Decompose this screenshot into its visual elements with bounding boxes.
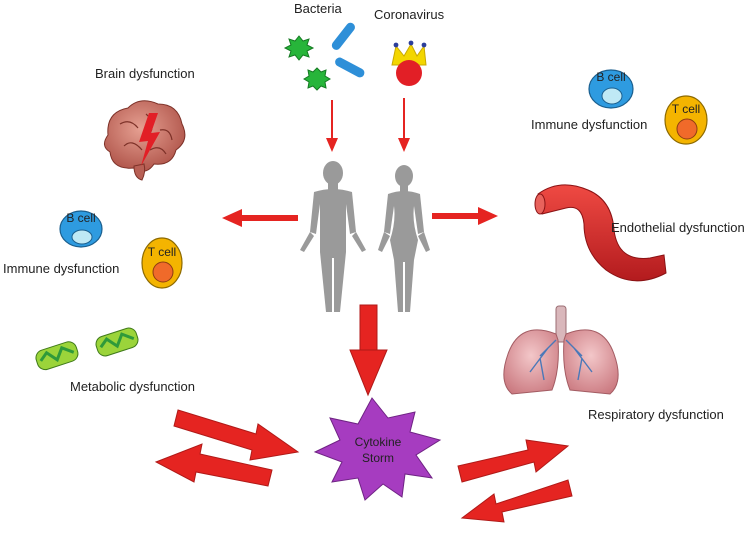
t-cell-left-icon bbox=[141, 237, 183, 289]
lungs-icon bbox=[503, 305, 619, 395]
t-cell-right-icon bbox=[664, 95, 708, 145]
coronavirus-label: Coronavirus bbox=[374, 7, 445, 22]
b-cell-left-icon bbox=[59, 210, 103, 248]
lower-arrows bbox=[154, 409, 573, 523]
brain-icon bbox=[104, 100, 186, 181]
immune-dysfunction-right-label: Immune dysfunction bbox=[531, 117, 648, 132]
metabolic-dysfunction-label: Metabolic dysfunction bbox=[70, 379, 196, 394]
bacteria-icon bbox=[283, 22, 365, 91]
t-cell-right-label: T cell bbox=[672, 102, 700, 116]
metabolic-cells-icon bbox=[35, 327, 139, 371]
human-figures-icon bbox=[300, 161, 430, 312]
blood-vessel-icon bbox=[534, 184, 667, 282]
cytokine-storm-burst bbox=[313, 397, 442, 501]
b-cell-right-icon bbox=[588, 69, 634, 109]
down-arrow-to-storm bbox=[349, 304, 388, 397]
storm-label-line2: Storm bbox=[362, 451, 394, 465]
storm-label-line1: Cytokine bbox=[355, 435, 402, 449]
coronavirus-icon bbox=[391, 40, 427, 86]
respiratory-dysfunction-label: Respiratory dysfunction bbox=[588, 407, 724, 422]
b-cell-left-label: B cell bbox=[66, 211, 95, 225]
t-cell-left-label: T cell bbox=[148, 245, 176, 259]
brain-dysfunction-label: Brain dysfunction bbox=[95, 66, 195, 81]
endothelial-dysfunction-label: Endothelial dysfunction bbox=[611, 220, 745, 235]
immune-dysfunction-left-label: Immune dysfunction bbox=[3, 261, 120, 276]
b-cell-right-label: B cell bbox=[596, 70, 625, 84]
bacteria-label: Bacteria bbox=[294, 1, 342, 16]
side-arrows bbox=[222, 207, 498, 227]
pathogen-arrows bbox=[326, 98, 410, 152]
